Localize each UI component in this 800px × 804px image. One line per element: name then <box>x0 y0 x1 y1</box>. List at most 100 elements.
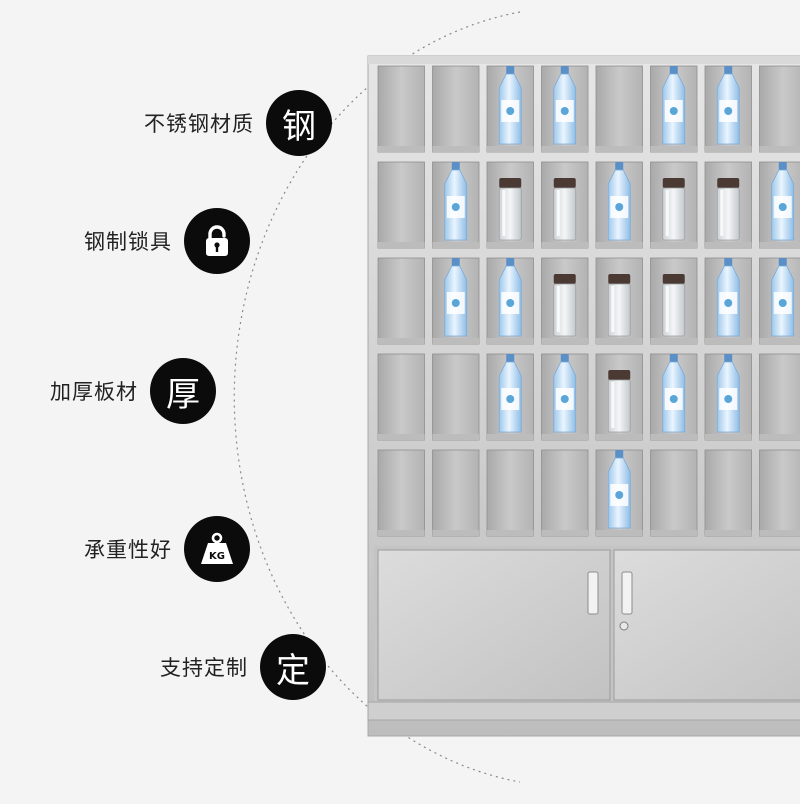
feature-badge: 厚 <box>150 358 216 424</box>
compartment-shelf <box>378 434 425 440</box>
compartment-shelf <box>760 146 800 152</box>
jar-highlight <box>720 190 723 236</box>
compartment-shelf <box>433 242 480 248</box>
left-door <box>378 550 610 700</box>
compartment <box>378 66 425 152</box>
compartment-shelf <box>487 146 534 152</box>
compartment <box>542 450 589 536</box>
compartment <box>705 450 752 536</box>
compartment-shelf <box>760 530 800 536</box>
feature-item: 不锈钢材质钢 <box>144 90 332 156</box>
feature-label: 不锈钢材质 <box>144 108 254 138</box>
feature-label: 支持定制 <box>160 652 248 682</box>
compartment-shelf <box>651 146 698 152</box>
compartment-shelf <box>542 242 589 248</box>
jar-highlight <box>557 286 560 332</box>
jar-lid <box>499 178 521 188</box>
bottle-logo <box>506 395 514 403</box>
left-door-handle <box>588 572 598 614</box>
compartment-shelf <box>378 338 425 344</box>
compartment <box>433 354 480 440</box>
bottle-logo <box>561 395 569 403</box>
jar-lid <box>608 370 630 380</box>
compartment-shelf <box>596 530 643 536</box>
jar-highlight <box>611 382 614 428</box>
jar-highlight <box>666 286 669 332</box>
compartment <box>596 66 643 152</box>
weight-svg: KG <box>197 532 237 566</box>
feature-badge: 定 <box>260 634 326 700</box>
compartment-shelf <box>651 242 698 248</box>
bottle-logo <box>506 107 514 115</box>
jar-lid <box>663 178 685 188</box>
jar-lid <box>554 178 576 188</box>
compartment <box>378 450 425 536</box>
compartment-shelf <box>542 530 589 536</box>
feature-label: 钢制锁具 <box>84 226 172 256</box>
feature-item: 钢制锁具 <box>84 208 250 274</box>
compartment-shelf <box>378 146 425 152</box>
bottle-logo <box>779 203 787 211</box>
compartment-shelf <box>433 530 480 536</box>
jar-highlight <box>502 190 505 236</box>
compartment-shelf <box>487 242 534 248</box>
compartment-shelf <box>651 530 698 536</box>
compartment-shelf <box>433 338 480 344</box>
jar-lid <box>717 178 739 188</box>
compartment <box>760 354 800 440</box>
compartment-shelf <box>542 146 589 152</box>
feature-item: 承重性好 KG <box>84 516 250 582</box>
compartment-shelf <box>760 434 800 440</box>
compartment-shelf <box>487 530 534 536</box>
compartment-shelf <box>433 434 480 440</box>
right-door-handle <box>622 572 632 614</box>
compartment-shelf <box>705 434 752 440</box>
cabinet-top-edge <box>368 56 800 64</box>
feature-item: 加厚板材厚 <box>50 358 216 424</box>
jar-highlight <box>611 286 614 332</box>
compartment <box>651 450 698 536</box>
right-door <box>614 550 800 700</box>
compartment <box>433 66 480 152</box>
bottle-logo <box>779 299 787 307</box>
bottle-logo <box>452 203 460 211</box>
compartment-shelf <box>596 146 643 152</box>
compartment-shelf <box>705 242 752 248</box>
compartment-shelf <box>705 146 752 152</box>
compartment-shelf <box>433 146 480 152</box>
feature-label: 承重性好 <box>84 534 172 564</box>
compartment <box>760 66 800 152</box>
compartment-shelf <box>760 242 800 248</box>
weight-icon-text: KG <box>209 551 225 562</box>
bottle-logo <box>452 299 460 307</box>
bottle-logo <box>724 107 732 115</box>
jar-highlight <box>557 190 560 236</box>
compartment <box>487 450 534 536</box>
feature-label: 加厚板材 <box>50 376 138 406</box>
bottle-logo <box>561 107 569 115</box>
compartment <box>760 450 800 536</box>
bottle-logo <box>724 395 732 403</box>
padlock-svg <box>202 224 232 258</box>
compartment <box>378 162 425 248</box>
bottle-logo <box>615 203 623 211</box>
compartment-shelf <box>378 242 425 248</box>
feature-badge: 钢 <box>266 90 332 156</box>
cabinet-base <box>368 702 800 720</box>
compartment-shelf <box>596 434 643 440</box>
compartment-shelf <box>651 434 698 440</box>
compartment-shelf <box>596 242 643 248</box>
jar-lid <box>608 274 630 284</box>
bottle-logo <box>724 299 732 307</box>
weight-icon: KG <box>184 516 250 582</box>
compartment-shelf <box>651 338 698 344</box>
compartment-shelf <box>378 530 425 536</box>
bottle-logo <box>670 395 678 403</box>
bottle-logo <box>615 491 623 499</box>
jar-lid <box>554 274 576 284</box>
jar-lid <box>663 274 685 284</box>
jar-highlight <box>666 190 669 236</box>
compartment-shelf <box>487 338 534 344</box>
compartment-shelf <box>760 338 800 344</box>
